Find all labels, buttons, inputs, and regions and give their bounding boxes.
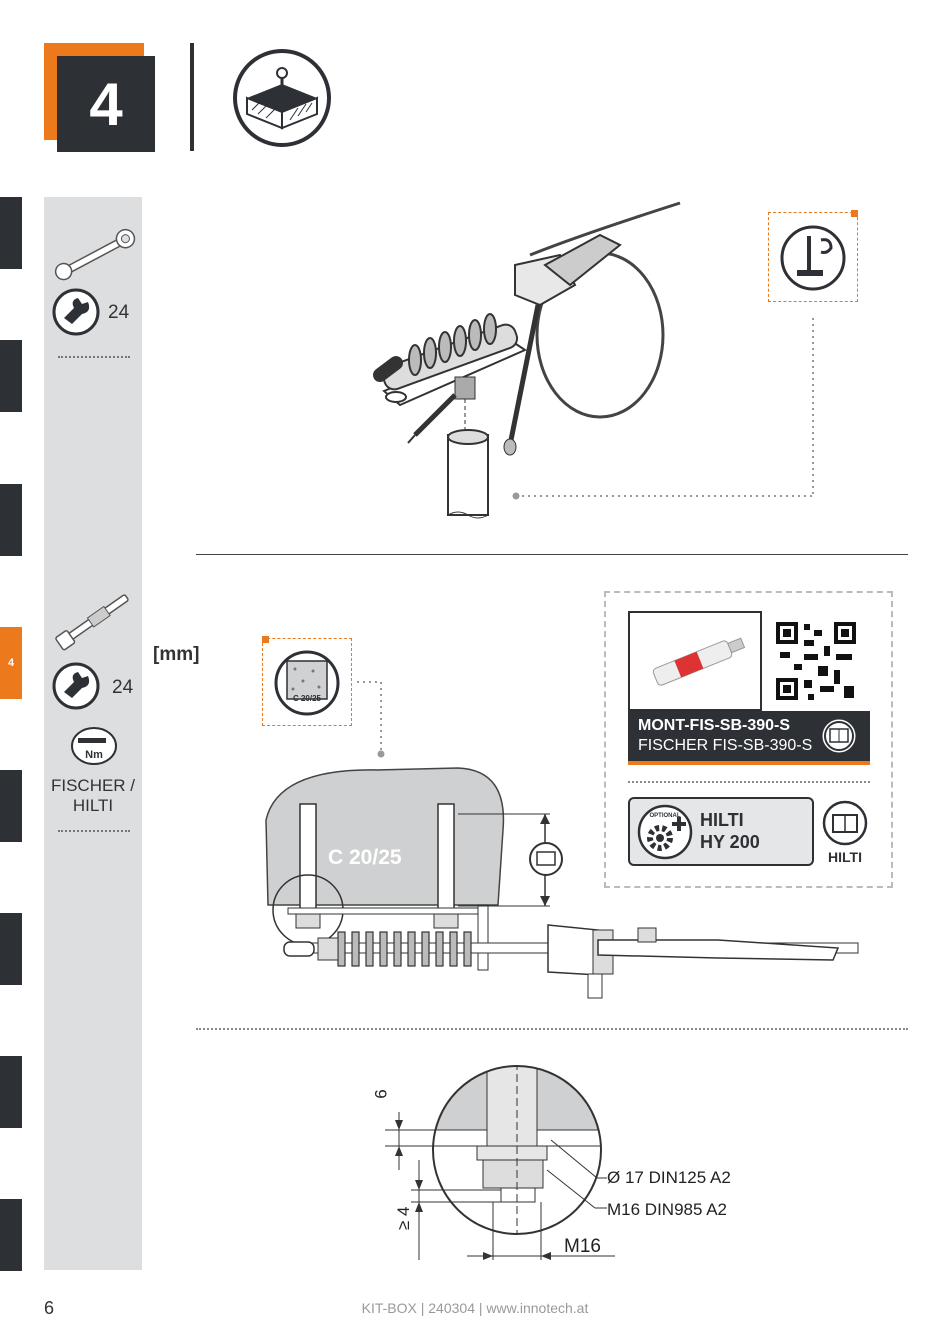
corner-marker (262, 636, 269, 643)
dim-bottom: ≥ 4 (394, 1206, 413, 1230)
anchor-section-drawing (265, 767, 859, 999)
dotted-separator (628, 781, 870, 783)
torque-wrench-icon (55, 594, 129, 651)
wrench-size-icon (52, 662, 100, 710)
concrete-icon (274, 650, 340, 716)
alt-product: HY 200 (700, 832, 760, 852)
product-options-frame (604, 591, 893, 888)
wrench-size-icon (52, 288, 100, 336)
concrete-badge: C 20/25 (292, 694, 322, 703)
manual-icon (822, 800, 868, 846)
unit-label: [mm] (153, 644, 200, 665)
wrench-size: 24 (112, 677, 134, 698)
dotted-separator (58, 830, 130, 832)
dotted-connector (512, 318, 814, 500)
nut-spec: M16 DIN985 A2 (607, 1200, 728, 1219)
nut-detail-drawing (385, 1065, 615, 1260)
edge-tab (0, 1199, 22, 1271)
dim-top: 6 (371, 1089, 391, 1099)
section-divider-dotted (196, 1028, 908, 1030)
cartridge-image (652, 637, 746, 686)
torque-icon: Nm (71, 727, 117, 765)
anchor-tool-icon (780, 225, 846, 291)
step-number: 4 (57, 56, 155, 152)
footer-info: KIT-BOX | 240304 | www.innotech.at (361, 1300, 589, 1316)
concrete-icon-frame (262, 638, 352, 726)
edge-tab-active: 4 (0, 627, 22, 699)
product-accent-line (628, 761, 870, 765)
product-name: MONT-FIS-SB-390-S (638, 717, 791, 734)
edge-tab (0, 770, 22, 842)
edge-tab (0, 340, 22, 412)
concrete-label: C 20/25 (328, 846, 402, 869)
product-label: MONT-FIS-SB-390-S FISCHER FIS-SB-390-S (628, 711, 870, 761)
optional-badge: OPTIONAL (650, 813, 681, 819)
wrench-size: 24 (108, 302, 130, 323)
torque-label: Nm (85, 749, 103, 761)
header-divider (190, 43, 194, 151)
alt-brand: HILTI (700, 810, 744, 830)
corner-marker (851, 210, 858, 217)
edge-tab (0, 913, 22, 985)
washer-spec: Ø 17 DIN125 A2 (607, 1168, 731, 1187)
anchor-assembly-illustration (373, 201, 681, 519)
section-divider (196, 554, 908, 555)
qr-code (774, 620, 858, 702)
edge-tab (0, 197, 22, 269)
manual-label: HILTI (828, 849, 862, 865)
optional-gear-icon: OPTIONAL (637, 804, 693, 860)
wrench-icon (54, 228, 136, 281)
brand-line-1: FISCHER / (50, 776, 136, 795)
product-name-alt: FISCHER FIS-SB-390-S (638, 737, 813, 754)
tool-icon-frame (768, 212, 858, 302)
thread-spec: M16 (564, 1236, 601, 1257)
product-photo (628, 611, 762, 711)
page-number: 6 (44, 1298, 55, 1318)
timber-substrate-icon (233, 49, 331, 147)
brand-line-2: HILTI (72, 796, 114, 815)
edge-tab (0, 484, 22, 556)
manual-icon (822, 719, 856, 753)
dotted-separator (58, 356, 130, 358)
edge-tab (0, 1056, 22, 1128)
dotted-connector (357, 681, 385, 758)
